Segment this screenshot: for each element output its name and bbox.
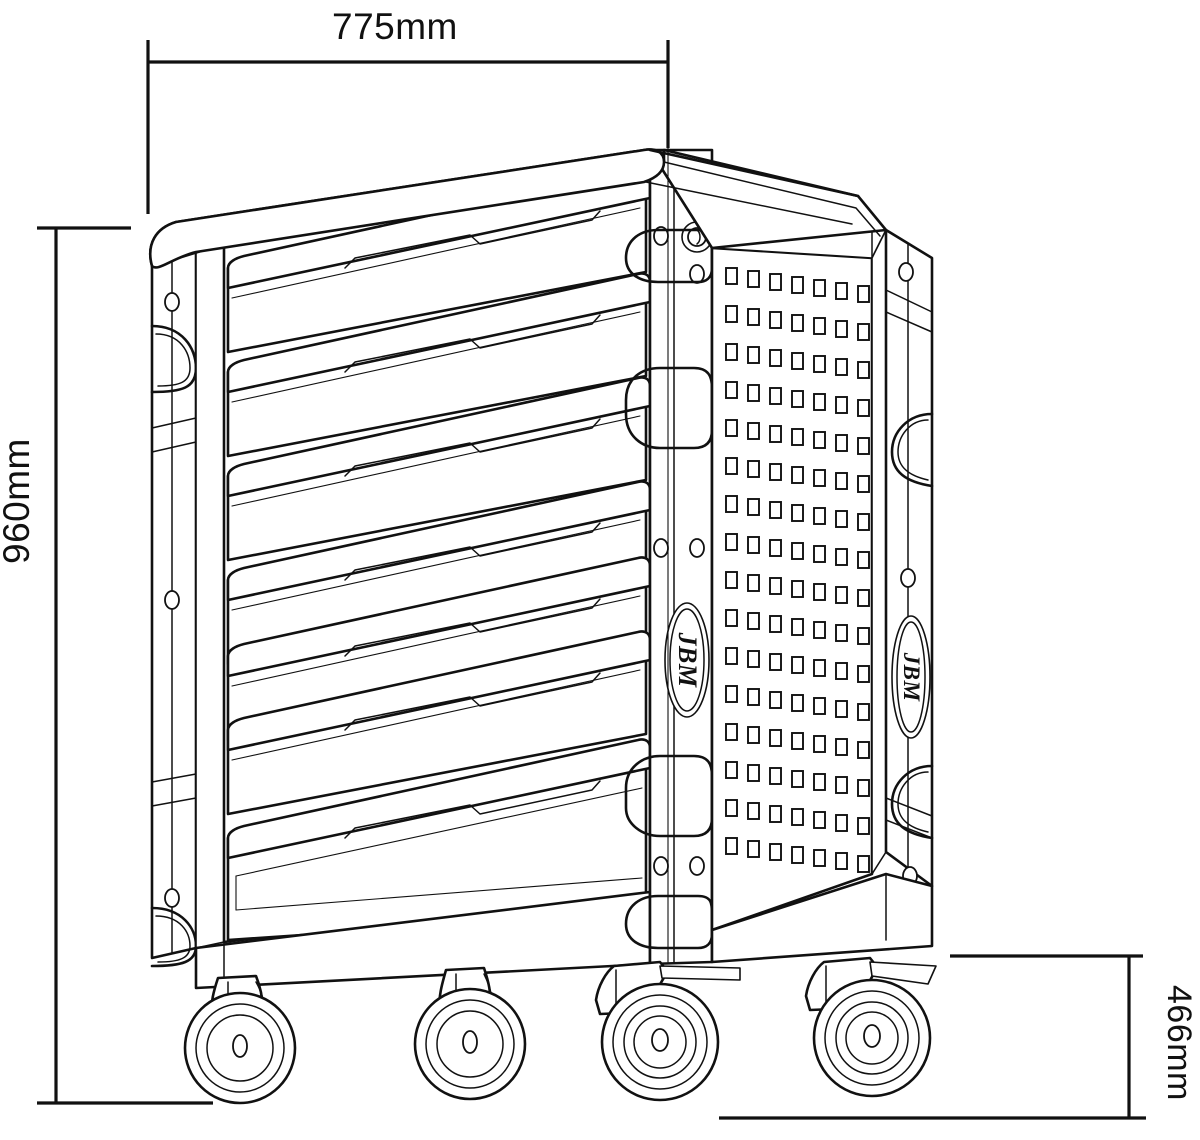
dimension-lines — [37, 40, 1146, 1120]
caster — [183, 974, 297, 1105]
caster-swivel-brake — [804, 956, 937, 1098]
caster — [413, 966, 527, 1101]
dimension-label-height: 960mm — [0, 438, 37, 564]
left-side-panel — [150, 250, 198, 968]
dimension-depth-466 — [719, 954, 1146, 1120]
worktop — [149, 148, 888, 269]
drawer-front — [226, 168, 652, 354]
pegboard-panel — [710, 195, 887, 932]
svg-text:JBM: JBM — [673, 632, 702, 688]
drawer-front — [226, 630, 652, 816]
drawer-front — [226, 376, 652, 562]
dimension-width-775 — [146, 40, 670, 214]
dimension-label-width: 775mm — [332, 6, 458, 47]
jbm-logo-side: JBM — [891, 615, 931, 739]
jbm-logo-front: JBM — [664, 602, 710, 718]
casters — [183, 956, 937, 1105]
pegboard-holes — [725, 267, 870, 873]
left-inner-rail — [195, 243, 225, 949]
base-plinth-right — [710, 872, 934, 964]
svg-text:JBM: JBM — [899, 652, 924, 703]
right-side-post: JBM — [884, 228, 934, 888]
drawer-stack — [226, 168, 652, 942]
dimension-label-depth: 466mm — [1160, 985, 1198, 1101]
caster-swivel-brake — [594, 960, 741, 1102]
drawer-front — [226, 556, 652, 742]
front-corner-post: JBM — [624, 148, 714, 966]
dimension-height-960 — [37, 226, 213, 1105]
tool-cart-illustration: JBM — [149, 147, 937, 1105]
